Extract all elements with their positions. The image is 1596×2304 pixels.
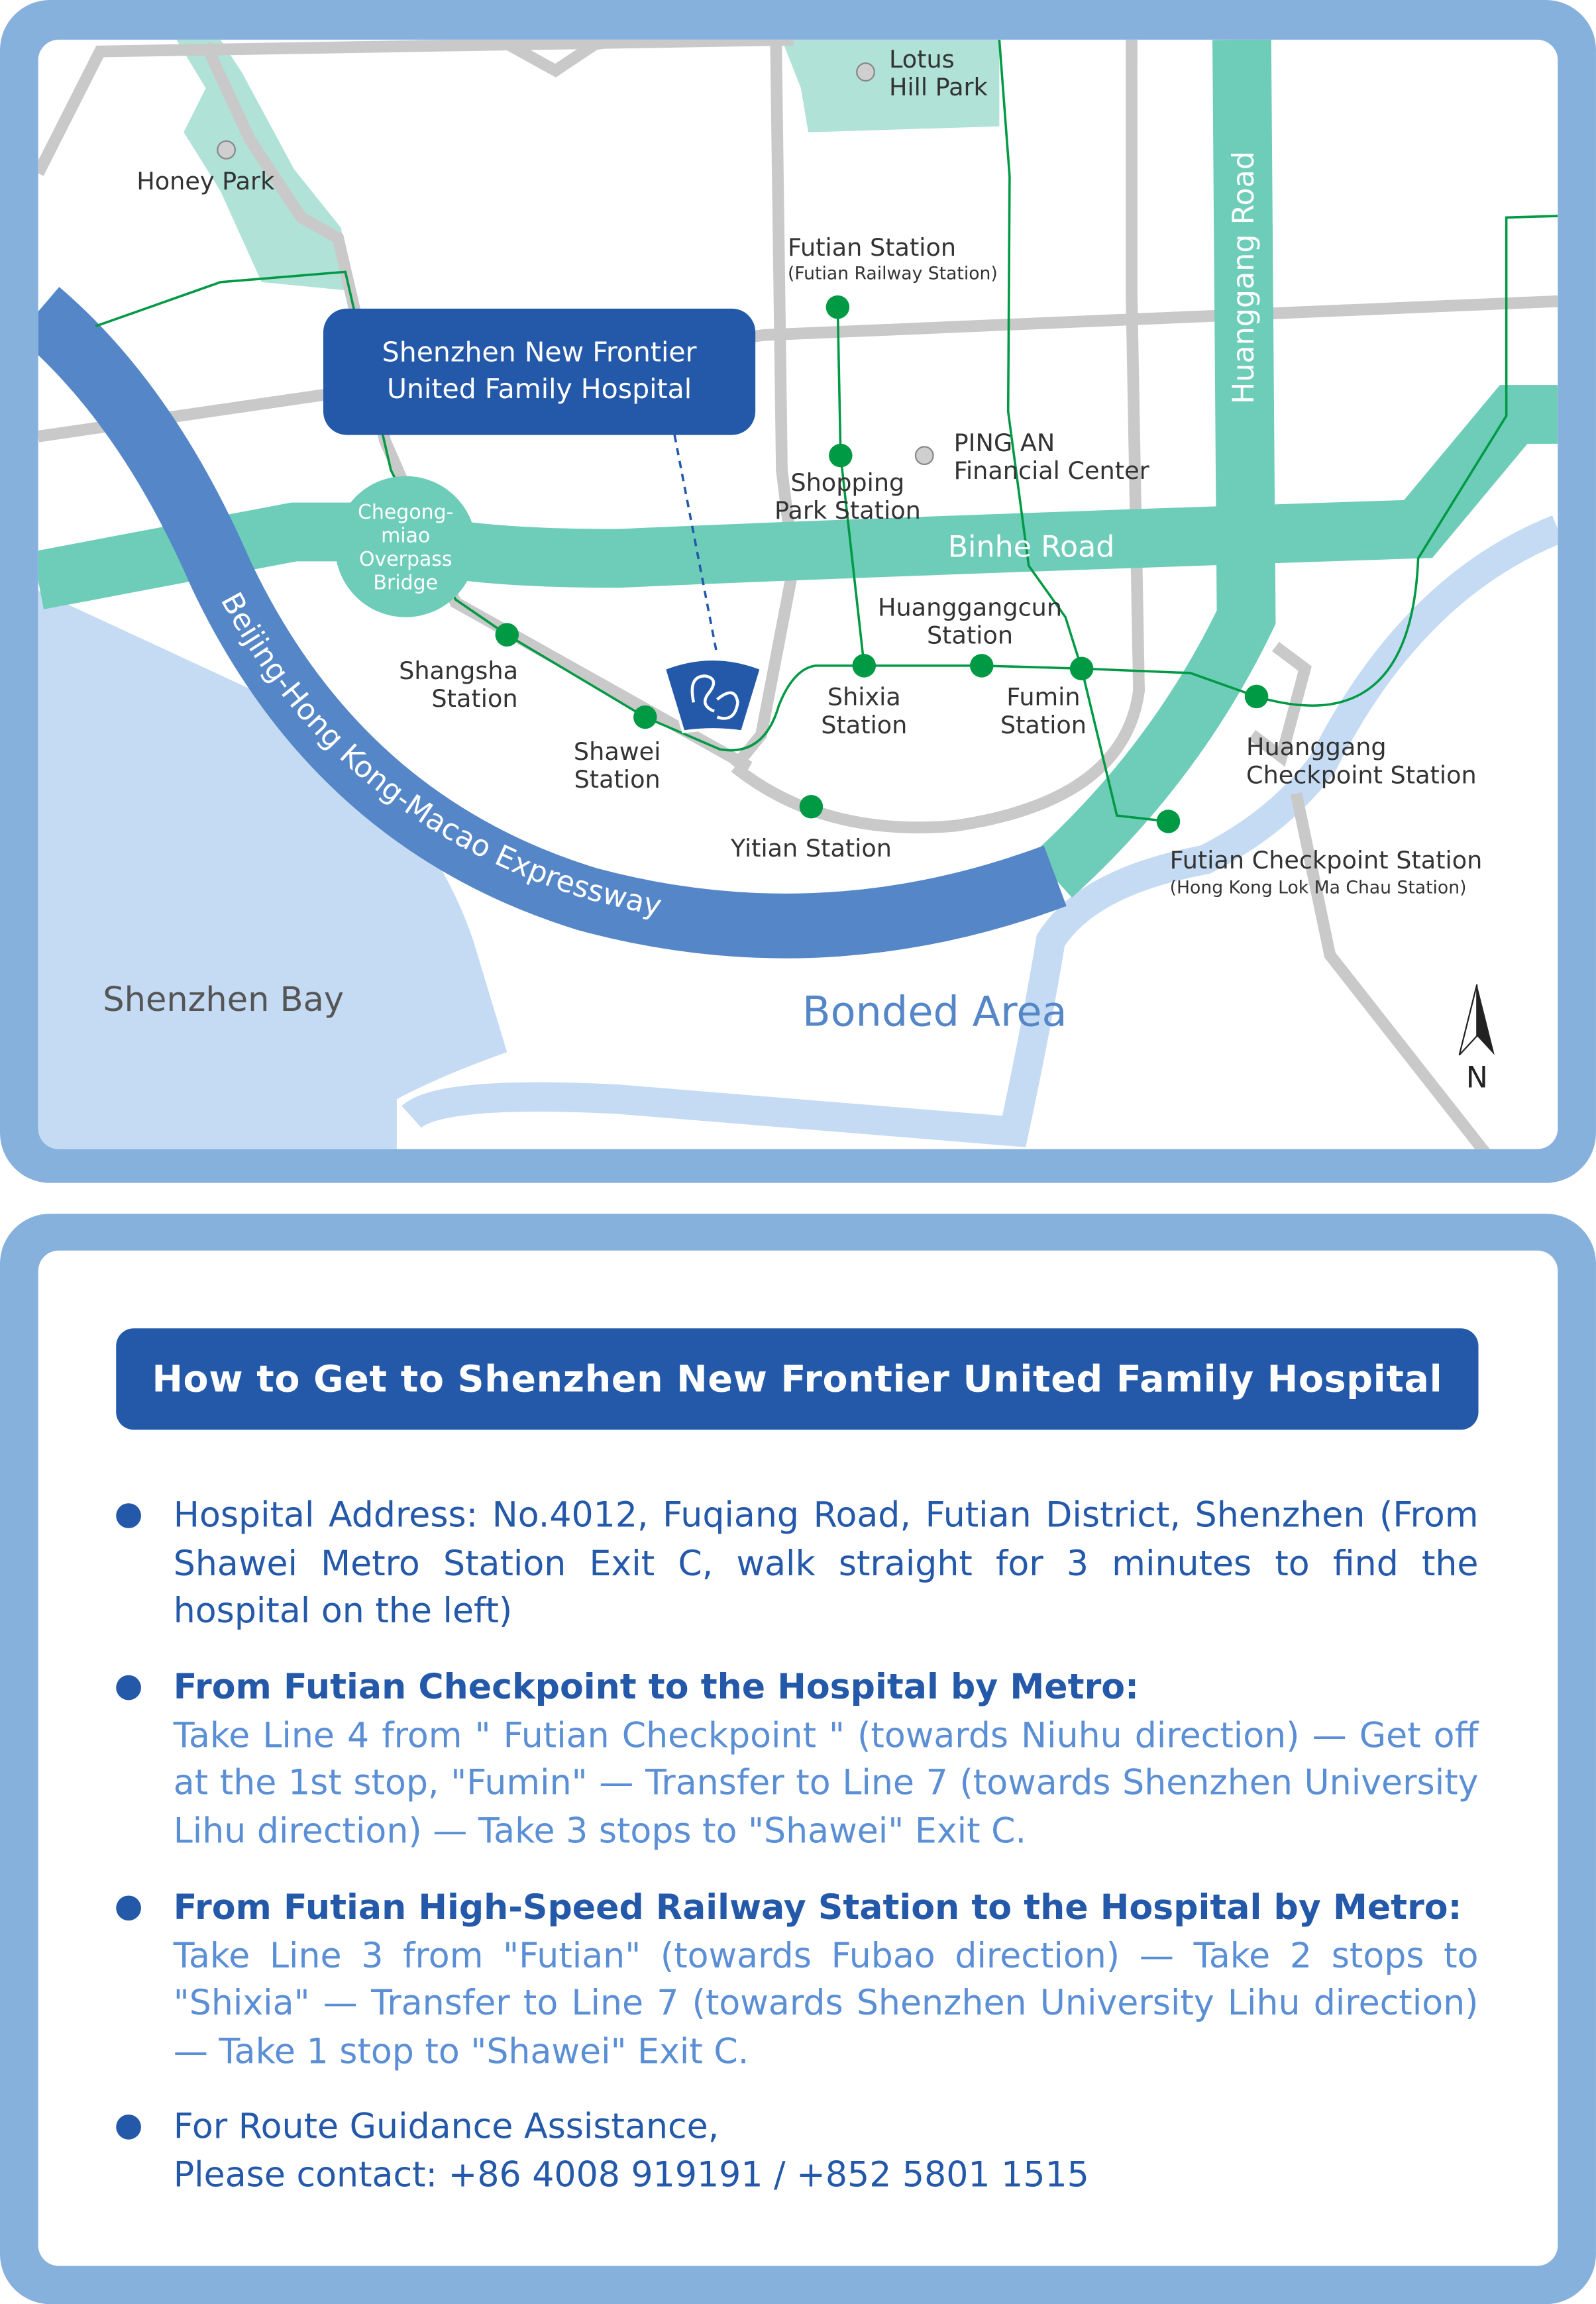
river	[401, 515, 1558, 1147]
station-dot-fumin[interactable]	[1069, 656, 1094, 681]
label-shawei-line2: Station	[574, 765, 661, 794]
label-shopping-line2: Park Station	[774, 496, 921, 525]
honey-park-poi-icon	[217, 140, 237, 160]
lotus-hill-park-area	[782, 39, 1000, 132]
lotus-hill-park-poi-icon	[856, 62, 875, 82]
label-bridge-line2: miao	[381, 525, 430, 548]
north-arrow-icon	[1458, 984, 1495, 1056]
label-lotus-line1: Lotus	[889, 45, 955, 74]
hospital-pointer-line	[673, 435, 719, 656]
label-pingan-line1: PING AN	[954, 429, 1055, 457]
label-ft-checkpoint: Futian Checkpoint Station	[1170, 846, 1483, 874]
directions-panel: How to Get to Shenzhen New Frontier Unit…	[38, 1250, 1558, 2266]
label-shopping-line1: Shopping	[790, 468, 904, 497]
station-dot-yitian[interactable]	[799, 795, 824, 819]
list-item-railway-route: From Futian High-Speed Railway Station t…	[116, 1884, 1479, 2075]
station-dot-shopping-park[interactable]	[829, 443, 853, 468]
label-shenzhen-bay: Shenzhen Bay	[103, 980, 344, 1020]
label-shixia-line1: Shixia	[827, 683, 901, 711]
checkpoint-route-heading: From Futian Checkpoint to the Hospital b…	[173, 1666, 1139, 1708]
label-shixia-line2: Station	[821, 711, 907, 739]
label-huanggangcun-line2: Station	[927, 621, 1013, 650]
hospital-name-line1: Shenzhen New Frontier	[382, 337, 697, 368]
label-hg-checkpoint-line2: Checkpoint Station	[1246, 760, 1477, 789]
label-lotus-line2: Hill Park	[889, 73, 988, 101]
station-dot-huanggangcun[interactable]	[970, 654, 994, 678]
label-hg-checkpoint-line1: Huanggang	[1246, 733, 1387, 761]
bullet-icon	[116, 1675, 141, 1701]
label-bonded-area: Bonded Area	[802, 987, 1067, 1035]
directions-card: How to Get to Shenzhen New Frontier Unit…	[0, 1214, 1596, 2304]
label-bridge-line4: Bridge	[373, 571, 438, 594]
list-item-address: Hospital Address: No.4012, Fuqiang Road,…	[116, 1491, 1479, 1634]
address-text: Hospital Address: No.4012, Fuqiang Road,…	[173, 1494, 1479, 1632]
north-label: N	[1466, 1061, 1488, 1094]
area-map: Shenzhen New Frontier United Family Hosp…	[38, 39, 1558, 1149]
label-ft-checkpoint-sub: (Hong Kong Lok Ma Chau Station)	[1170, 878, 1467, 898]
label-yitian: Yitian Station	[730, 834, 892, 863]
label-pingan-line2: Financial Center	[954, 456, 1150, 485]
station-dot-shawei[interactable]	[633, 705, 657, 729]
bullet-icon	[116, 1503, 141, 1528]
list-item-checkpoint-route: From Futian Checkpoint to the Hospital b…	[116, 1663, 1479, 1854]
railway-route-text: Take Line 3 from "Futian" (towards Fubao…	[173, 1934, 1479, 2071]
label-fumin-line1: Fumin	[1006, 683, 1080, 711]
bullet-icon	[116, 1895, 141, 1921]
station-dot-futian[interactable]	[825, 295, 850, 319]
map-card: Shenzhen New Frontier United Family Hosp…	[0, 0, 1596, 1183]
hospital-label-box[interactable]	[323, 308, 756, 435]
station-dot-shixia[interactable]	[852, 654, 877, 678]
beijing-hk-macao-expressway	[38, 287, 1067, 959]
hospital-name-line2: United Family Hospital	[387, 373, 692, 405]
station-dots	[495, 295, 1269, 833]
railway-route-heading: From Futian High-Speed Railway Station t…	[173, 1887, 1462, 1928]
label-fumin-line2: Station	[1000, 711, 1087, 739]
label-shangsha-line1: Shangsha	[399, 656, 518, 685]
label-huanggangcun-line1: Huanggangcun	[878, 593, 1062, 621]
contact-intro: For Route Guidance Assistance,	[173, 2105, 719, 2147]
contact-phone-numbers[interactable]: Please contact: +86 4008 919191 / +852 5…	[173, 2153, 1089, 2195]
label-shangsha-line2: Station	[431, 684, 517, 713]
directions-title: How to Get to Shenzhen New Frontier Unit…	[116, 1328, 1479, 1430]
checkpoint-route-text: Take Line 4 from " Futian Checkpoint " (…	[173, 1714, 1479, 1851]
label-huanggang-road: Huanggang Road	[1227, 151, 1261, 404]
label-bridge-line3: Overpass	[359, 548, 452, 571]
label-binhe-road: Binhe Road	[948, 531, 1115, 564]
label-futian-station: Futian Station	[788, 233, 956, 262]
shenzhen-bay-water	[38, 590, 507, 1149]
station-dot-shangsha[interactable]	[495, 623, 519, 647]
label-honey-park: Honey Park	[136, 167, 275, 195]
station-dot-futian-checkpoint[interactable]	[1156, 810, 1181, 833]
label-bridge-line1: Chegong-	[358, 501, 453, 524]
station-dot-huanggang-checkpoint[interactable]	[1244, 684, 1269, 709]
label-shawei-line1: Shawei	[574, 737, 661, 766]
huanggang-road	[1032, 39, 1276, 898]
hospital-logo-marker-icon[interactable]	[662, 657, 763, 734]
pingan-center-poi-icon	[914, 446, 934, 466]
chegongmiao-bridge-marker	[335, 476, 476, 617]
bullet-icon	[116, 2114, 141, 2140]
label-futian-station-sub: (Futian Railway Station)	[788, 263, 998, 284]
list-item-contact: For Route Guidance Assistance, Please co…	[116, 2103, 1479, 2198]
